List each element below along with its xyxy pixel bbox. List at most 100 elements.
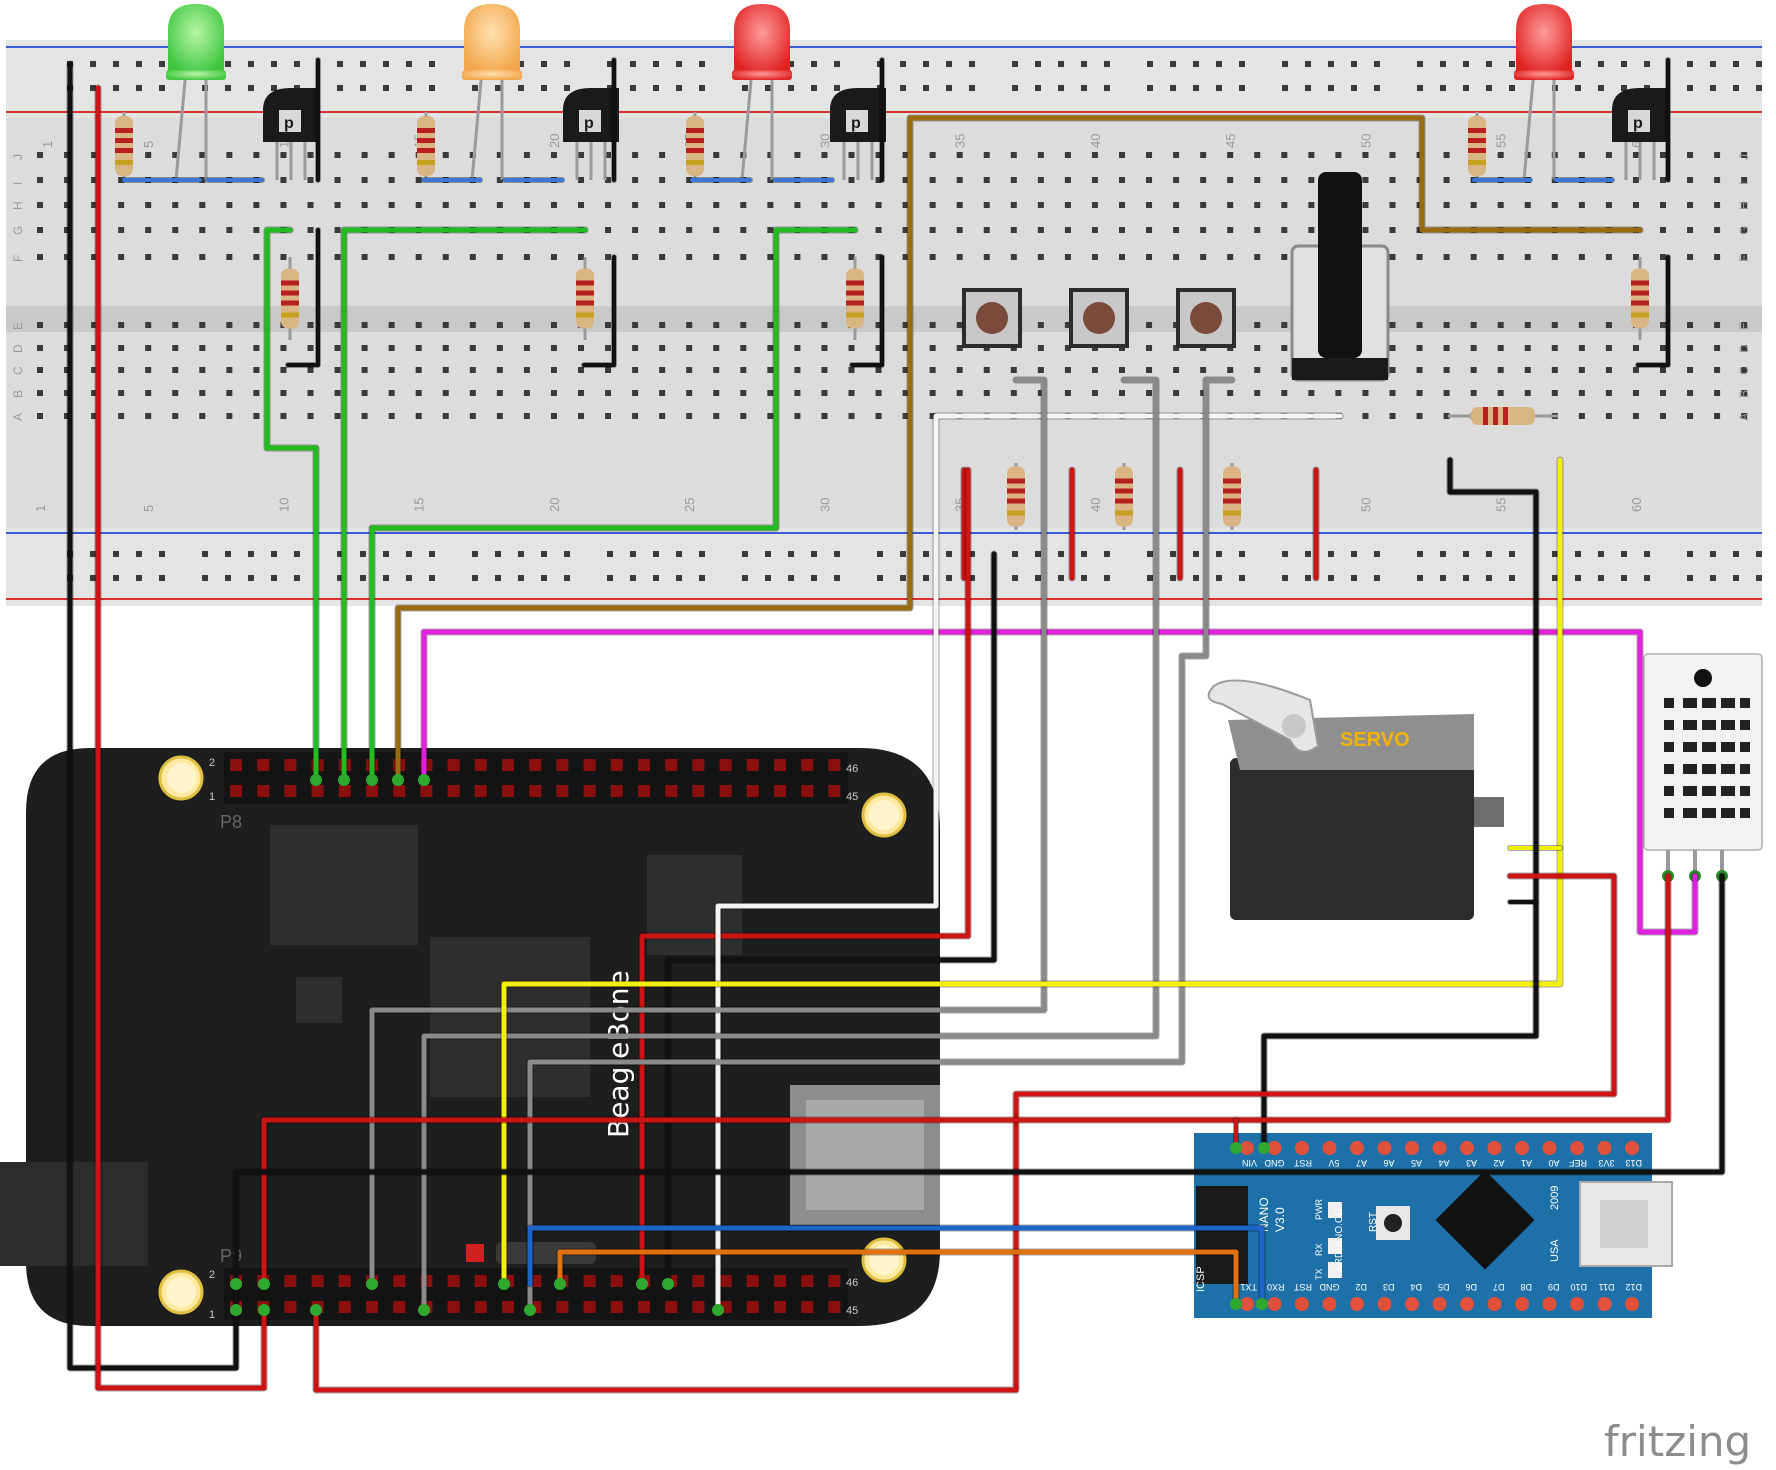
black-wire xyxy=(233,873,1725,1313)
breadboard-hole xyxy=(523,152,530,158)
breadboard-hole xyxy=(1200,152,1207,158)
column-label: 20 xyxy=(547,498,562,512)
breadboard-hole xyxy=(767,413,774,419)
resistor-band xyxy=(686,148,704,153)
power-rail-hole xyxy=(1733,85,1739,91)
pulldown-resistor xyxy=(1007,466,1025,527)
breadboard-hole xyxy=(1714,345,1721,351)
power-rail-hole xyxy=(1012,551,1018,557)
power-rail-hole xyxy=(225,575,231,581)
gray-wire xyxy=(369,377,1047,1287)
header-pin xyxy=(284,785,297,797)
yellow-wire xyxy=(501,457,1563,1287)
resistor-band xyxy=(115,138,133,143)
breadboard-hole xyxy=(307,390,314,396)
push-button xyxy=(1190,302,1222,334)
power-rail-hole xyxy=(541,551,547,557)
power-rail-hole xyxy=(360,85,366,91)
power-rail-hole xyxy=(1239,61,1245,67)
breadboard-hole xyxy=(1524,345,1531,351)
breadboard-hole xyxy=(956,254,963,260)
nano-top-pin xyxy=(1240,1141,1254,1155)
power-rail-hole xyxy=(90,575,96,581)
green-led xyxy=(168,4,224,76)
power-rail-hole xyxy=(337,575,343,581)
breadboard-hole xyxy=(740,227,747,233)
base-resistor xyxy=(846,268,864,329)
row-label: E xyxy=(11,322,25,330)
breadboard-hole xyxy=(307,254,314,260)
wire-endpoint xyxy=(258,1304,270,1316)
breadboard-hole xyxy=(118,390,125,396)
header-pin xyxy=(746,785,759,797)
breadboard-hole xyxy=(632,152,639,158)
breadboard-hole xyxy=(1200,254,1207,260)
resistor-band xyxy=(1631,312,1649,318)
nano-top-pin xyxy=(1625,1141,1639,1155)
breadboard-hole xyxy=(929,390,936,396)
breadboard-hole xyxy=(740,413,747,419)
breadboard-hole xyxy=(659,177,666,183)
power-rail-hole xyxy=(294,575,300,581)
breadboard-hole xyxy=(1714,390,1721,396)
breadboard-hole xyxy=(875,227,882,233)
breadboard-hole xyxy=(875,152,882,158)
nano-led-label: RX xyxy=(1314,1243,1324,1256)
breadboard-hole xyxy=(1551,202,1558,208)
power-rail-hole xyxy=(676,85,682,91)
power-rail-hole xyxy=(653,575,659,581)
breadboard-hole xyxy=(1389,177,1396,183)
breadboard-hole xyxy=(1416,254,1423,260)
power-rail-hole xyxy=(1575,575,1581,581)
p8-label: P8 xyxy=(220,812,242,832)
breadboard-hole xyxy=(91,413,98,419)
reset-button-cap[interactable] xyxy=(1384,1214,1402,1232)
breadboard-hole xyxy=(253,345,260,351)
breadboard-hole xyxy=(523,254,530,260)
power-rail-hole xyxy=(1351,61,1357,67)
breadboard-hole xyxy=(1524,254,1531,260)
breadboard-hole xyxy=(199,390,206,396)
power-rail-hole xyxy=(1463,551,1469,557)
resistor-band xyxy=(1115,510,1133,516)
nano-top-pin xyxy=(1295,1141,1309,1155)
power-rail-hole xyxy=(202,575,208,581)
power-rail-hole xyxy=(877,575,883,581)
breadboard-hole xyxy=(145,152,152,158)
breadboard-hole xyxy=(1119,390,1125,396)
gray-wire xyxy=(421,377,1159,1313)
breadboard-hole xyxy=(1146,390,1153,396)
power-rail-hole xyxy=(406,575,412,581)
column-label: 30 xyxy=(817,134,832,148)
breadboard-hole xyxy=(1281,227,1288,233)
header-pin xyxy=(801,785,814,797)
resistor-band xyxy=(417,138,435,143)
breadboard-hole xyxy=(361,345,368,351)
breadboard-hole xyxy=(442,202,449,208)
breadboard-hole xyxy=(1741,390,1748,396)
breadboard-hole xyxy=(388,390,395,396)
breadboard-hole xyxy=(686,202,693,208)
header-pin xyxy=(529,759,542,771)
power-rail-hole xyxy=(564,61,570,67)
dht-vent xyxy=(1664,764,1674,774)
usb-mini-inner xyxy=(1600,1200,1648,1248)
power-rail-hole xyxy=(1081,85,1087,91)
breadboard-hole xyxy=(226,413,233,419)
header-pin xyxy=(366,785,378,797)
power-rail-hole xyxy=(1621,575,1627,581)
power-rail-hole xyxy=(834,551,840,557)
resistor-band xyxy=(576,300,594,306)
nano-bottom-pin-label: RX0 xyxy=(1267,1282,1285,1292)
power-rail-hole xyxy=(1417,61,1423,67)
breadboard-hole xyxy=(1632,367,1639,373)
nano-top-pin xyxy=(1267,1141,1282,1155)
power-rail-hole xyxy=(676,61,682,67)
wire-endpoint xyxy=(366,774,378,786)
resistor-band xyxy=(281,280,299,286)
green-wire xyxy=(264,227,319,783)
nano-year: 2009 xyxy=(1549,1186,1561,1210)
breadboard-hole xyxy=(37,177,43,183)
breadboard-hole xyxy=(956,152,963,158)
dht-vent xyxy=(1740,720,1750,730)
